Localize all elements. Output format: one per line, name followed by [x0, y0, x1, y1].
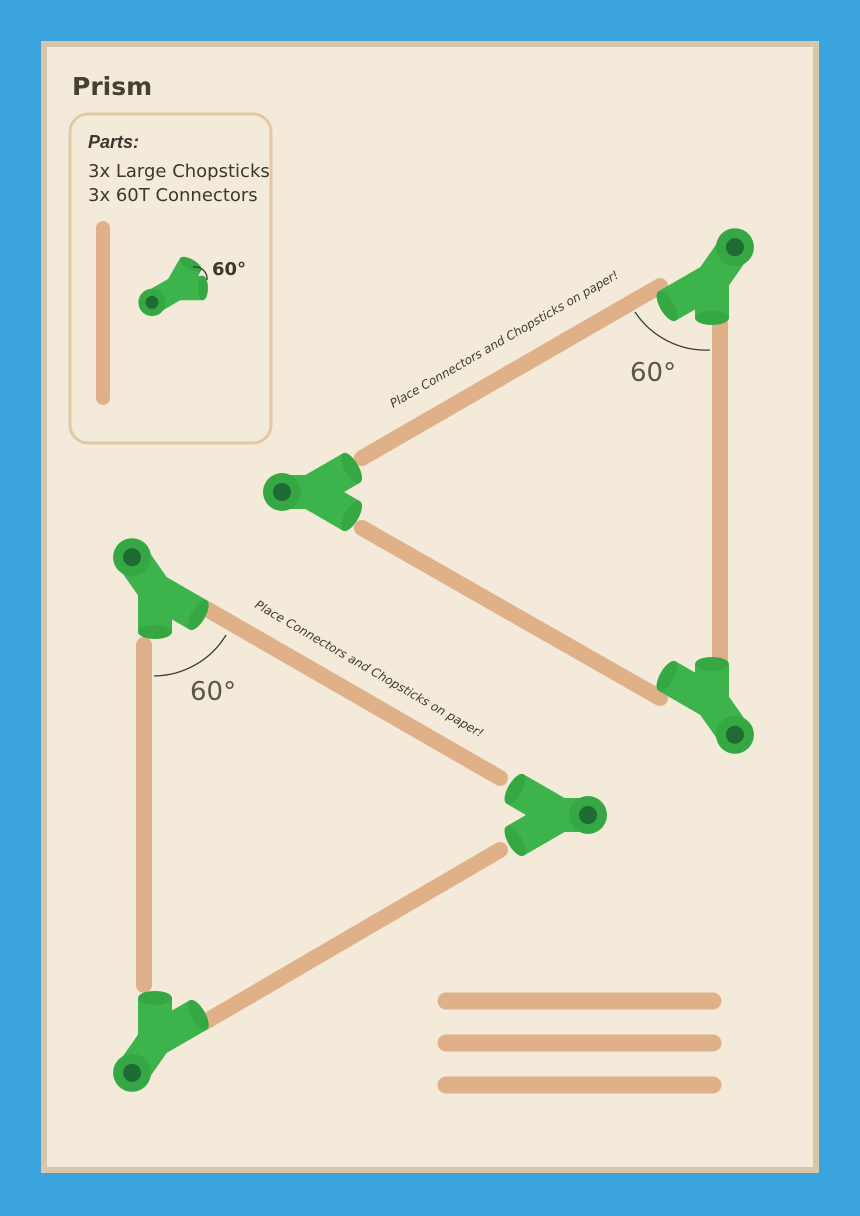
connector-lower-bottom — [113, 991, 209, 1092]
connector-lower-right — [504, 773, 607, 857]
page-title: Prism — [72, 72, 152, 101]
parts-angle-label: 60° — [212, 259, 246, 280]
connector-socket — [656, 290, 678, 322]
connector-socket — [695, 657, 729, 671]
parts-heading: Parts: — [88, 132, 139, 152]
connector-socket — [504, 825, 526, 857]
connector-hub-hole — [123, 548, 142, 567]
upper-angle-arc — [634, 311, 711, 351]
connector-socket — [187, 999, 209, 1031]
connector-upper-top — [656, 228, 754, 325]
connector-socket — [504, 773, 526, 805]
lower-angle-label: 60° — [190, 677, 236, 707]
parts-connector-icon — [138, 256, 208, 317]
parts-box: Parts: 3x Large Chopsticks 3x 60T Connec… — [68, 112, 273, 445]
connector-hub-hole — [579, 806, 597, 824]
connector-socket — [341, 500, 363, 532]
lower-chopstick-bottom — [197, 842, 508, 1030]
connector-upper-bottom — [656, 657, 754, 754]
parts-angle-arc — [192, 266, 208, 281]
connector-socket — [138, 991, 172, 1005]
connector-upper-left — [263, 452, 363, 532]
lower-angle-arc — [153, 634, 227, 677]
connector-socket — [197, 275, 208, 301]
connector-lower-top — [113, 538, 209, 639]
connector-socket — [179, 256, 202, 272]
upper-chopstick-bottom — [354, 520, 668, 706]
connector-hub-hole — [123, 1063, 142, 1082]
loose-chopsticks — [437, 992, 722, 1094]
connector-hub-hole — [725, 238, 744, 257]
connector-hub-hole — [145, 295, 159, 309]
upper-chopstick-top — [354, 278, 668, 466]
parts-box-frame — [68, 112, 273, 445]
parts-line-chopsticks: 3x Large Chopsticks — [88, 161, 270, 182]
connector-socket — [341, 452, 363, 484]
connector-socket — [138, 625, 172, 639]
lower-chopstick-top — [197, 600, 508, 786]
upper-angle-label: 60° — [630, 358, 676, 388]
parts-line-connectors: 3x 60T Connectors — [88, 185, 258, 206]
connector-socket — [695, 311, 729, 325]
connector-hub-hole — [725, 725, 744, 744]
connector-socket — [656, 660, 678, 692]
connector-socket — [187, 599, 209, 631]
connector-hub-hole — [273, 483, 291, 501]
